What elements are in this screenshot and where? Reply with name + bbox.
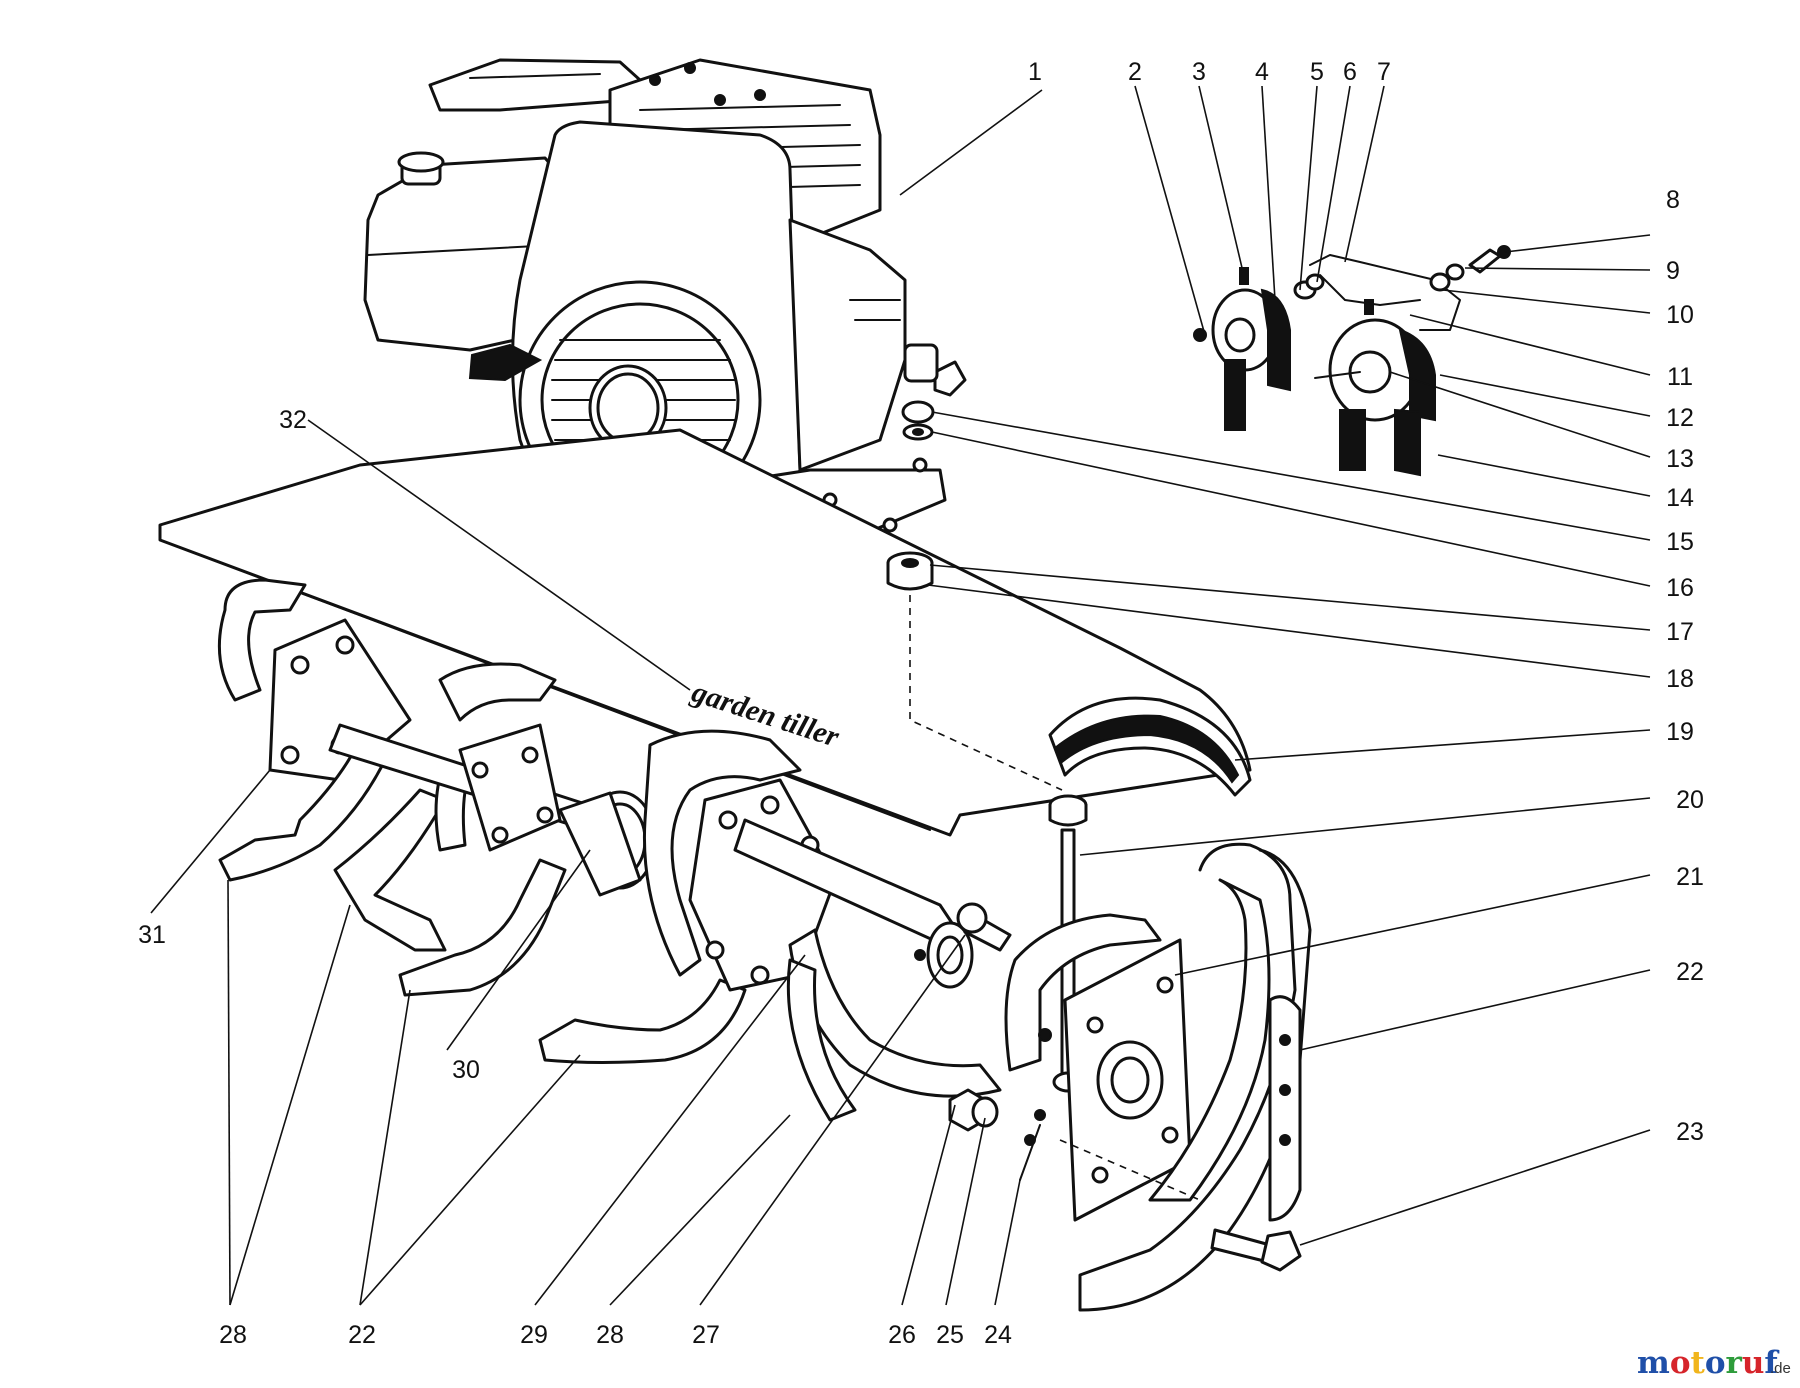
callout-6: 6: [1343, 58, 1357, 86]
callout-26: 26: [888, 1321, 916, 1349]
watermark-text: motoruf: [1637, 1345, 1779, 1381]
callout-4: 4: [1255, 58, 1269, 86]
callout-23: 23: [1676, 1118, 1704, 1146]
callout-11: 11: [1667, 363, 1693, 391]
callout-8: 8: [1666, 186, 1680, 214]
callout-22-left: 22: [348, 1321, 376, 1349]
callout-2: 2: [1128, 58, 1142, 86]
callout-30: 30: [452, 1056, 480, 1084]
callout-5: 5: [1310, 58, 1324, 86]
callout-28-center: 28: [596, 1321, 624, 1349]
watermark-suffix: .de: [1770, 1360, 1791, 1377]
callout-25: 25: [936, 1321, 964, 1349]
watermark-letter: u: [1742, 1345, 1765, 1381]
callout-20: 20: [1676, 786, 1704, 814]
callout-27: 27: [692, 1321, 720, 1349]
callout-3: 3: [1192, 58, 1206, 86]
callout-28-left: 28: [219, 1321, 247, 1349]
callout-22-right: 22: [1676, 958, 1704, 986]
callout-labels: 1 2 3 4 5 6 7 8 9 10 11 12 13 14 15 16 1…: [138, 58, 1704, 1349]
callout-21: 21: [1676, 863, 1704, 891]
callout-leaders: [150, 85, 1651, 1306]
callout-13: 13: [1666, 445, 1694, 473]
callout-12: 12: [1666, 404, 1694, 432]
watermark-logo: motoruf .de: [1637, 1345, 1791, 1381]
watermark-letter: o: [1705, 1345, 1726, 1381]
callout-32: 32: [279, 406, 307, 434]
callout-7: 7: [1377, 58, 1391, 86]
callout-16: 16: [1666, 574, 1694, 602]
callout-29: 29: [520, 1321, 548, 1349]
belt-drive: [1193, 245, 1511, 477]
callout-24: 24: [984, 1321, 1012, 1349]
watermark-letter: t: [1691, 1345, 1706, 1381]
callout-19: 19: [1666, 718, 1694, 746]
watermark-letter: r: [1726, 1345, 1743, 1381]
right-tine-assembly: [1004, 842, 1312, 1312]
watermark-letter: f: [1764, 1345, 1779, 1381]
callout-14: 14: [1666, 484, 1694, 512]
callout-1: 1: [1028, 58, 1042, 86]
callout-9: 9: [1666, 257, 1680, 285]
left-tine-assembly: [217, 578, 837, 1064]
watermark-letter: o: [1670, 1345, 1691, 1381]
engine-assembly: [363, 58, 967, 578]
watermark-letter: m: [1637, 1345, 1670, 1381]
callout-18: 18: [1666, 665, 1694, 693]
callout-15: 15: [1666, 528, 1694, 556]
callout-10: 10: [1666, 301, 1694, 329]
callout-17: 17: [1666, 618, 1694, 646]
callout-31: 31: [138, 921, 166, 949]
